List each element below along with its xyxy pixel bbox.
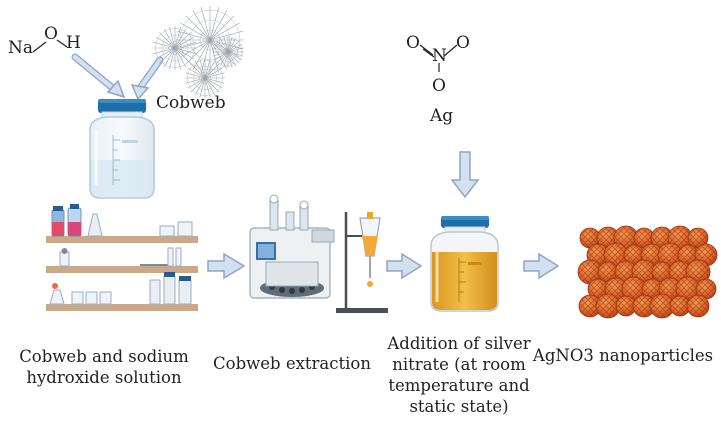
arrow-step3-to-step4: [523, 252, 560, 280]
label-cobweb: Cobweb: [156, 93, 226, 113]
label-nitrate-oxygen-bottom: O: [432, 76, 446, 96]
cobweb-illustration: [153, 6, 244, 98]
extraction-apparatus: [249, 194, 388, 313]
jar-silver-nitrate-solution: [430, 216, 499, 312]
arrow-naoh-to-jar: [71, 53, 126, 99]
arrow-step1-to-step2: [207, 252, 246, 280]
arrow-ag-to-jar: [450, 151, 480, 199]
label-nitrate-nitrogen: N: [432, 46, 447, 66]
caption-step1: Cobweb and sodium hydroxide solution: [19, 347, 189, 387]
arrow-cobweb-to-jar: [130, 56, 164, 101]
label-hydrogen: H: [66, 33, 81, 53]
label-nitrate-oxygen-left: O: [406, 33, 420, 53]
glass-jar-naoh-solution: [89, 99, 155, 199]
label-oxygen-naoh: O: [44, 24, 58, 44]
lab-shelves: [46, 204, 198, 311]
caption-step2: Cobweb extraction: [213, 354, 371, 373]
label-nitrate-oxygen-right: O: [456, 33, 470, 53]
label-na: Na: [8, 38, 34, 58]
arrow-step2-to-step3: [386, 252, 423, 280]
label-silver: Ag: [430, 106, 454, 126]
caption-step4: AgNO3 nanoparticles: [532, 346, 714, 365]
caption-step3: Addition of silver nitrate (at room temp…: [387, 334, 531, 416]
nanoparticle-cluster: [577, 225, 718, 319]
